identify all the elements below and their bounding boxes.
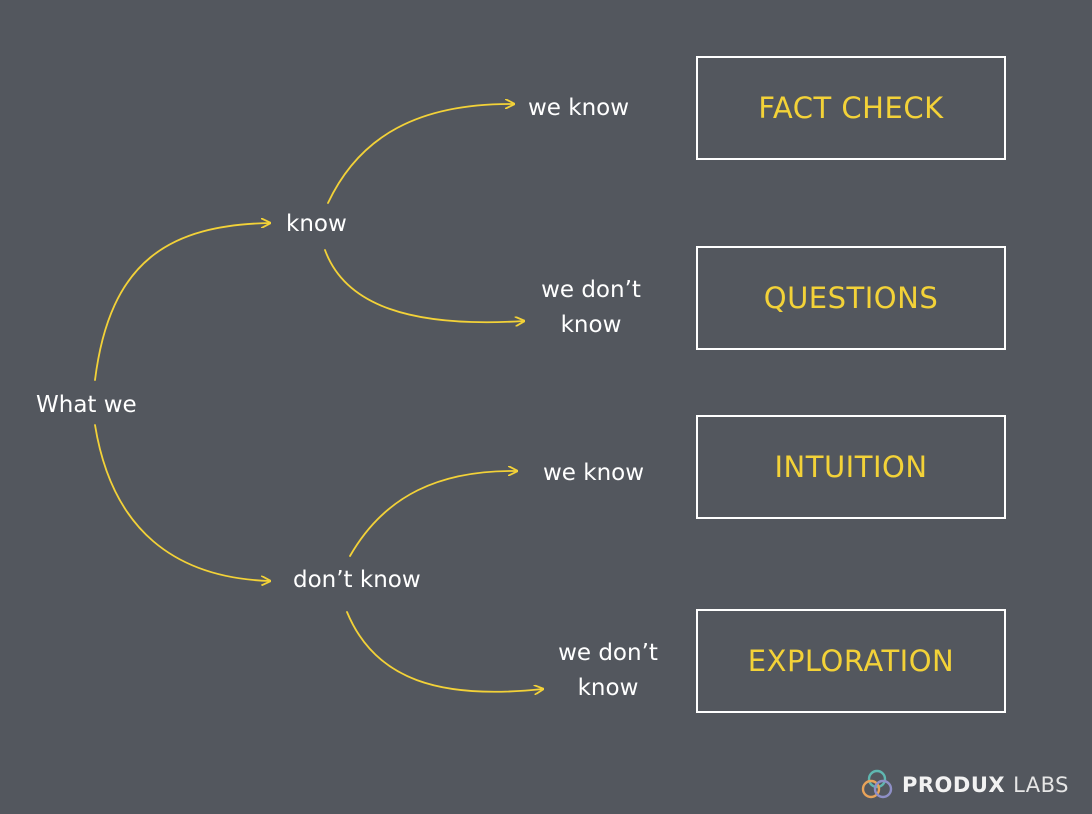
outcome-exploration: EXPLORATION — [696, 609, 1006, 713]
dont-know-label: don’t know — [293, 567, 421, 593]
brand-name-bold: PRODUX — [902, 773, 1006, 797]
dont-we-dont-know-label: we don’t know — [547, 636, 669, 706]
arrow-dont-know-to-we-know — [349, 471, 517, 557]
know-label: know — [286, 211, 347, 237]
dont-we-dont-line1: we don’t — [558, 640, 658, 666]
three-rings-logo-icon — [861, 769, 893, 799]
root-label: What we — [36, 392, 137, 418]
arrow-root-to-dont-know — [94, 424, 270, 581]
arrow-dont-know-to-we-dont-know — [346, 611, 543, 692]
know-we-dont-know-label: we don’t know — [530, 273, 652, 343]
dont-we-dont-line2: know — [577, 675, 639, 701]
dont-we-know-label: we know — [543, 460, 645, 486]
brand-logo: PRODUX LABS — [860, 768, 1069, 802]
know-we-dont-line2: know — [560, 312, 622, 338]
arrow-know-to-we-dont-know — [324, 249, 524, 322]
outcome-intuition: INTUITION — [696, 415, 1006, 519]
know-we-know-label: we know — [528, 95, 630, 121]
brand-name-light: LABS — [1013, 773, 1070, 797]
outcome-questions: QUESTIONS — [696, 246, 1006, 350]
arrow-know-to-we-know — [327, 104, 514, 204]
arrow-root-to-know — [94, 223, 270, 381]
outcome-fact-check: FACT CHECK — [696, 56, 1006, 160]
know-we-dont-line1: we don’t — [541, 277, 641, 303]
